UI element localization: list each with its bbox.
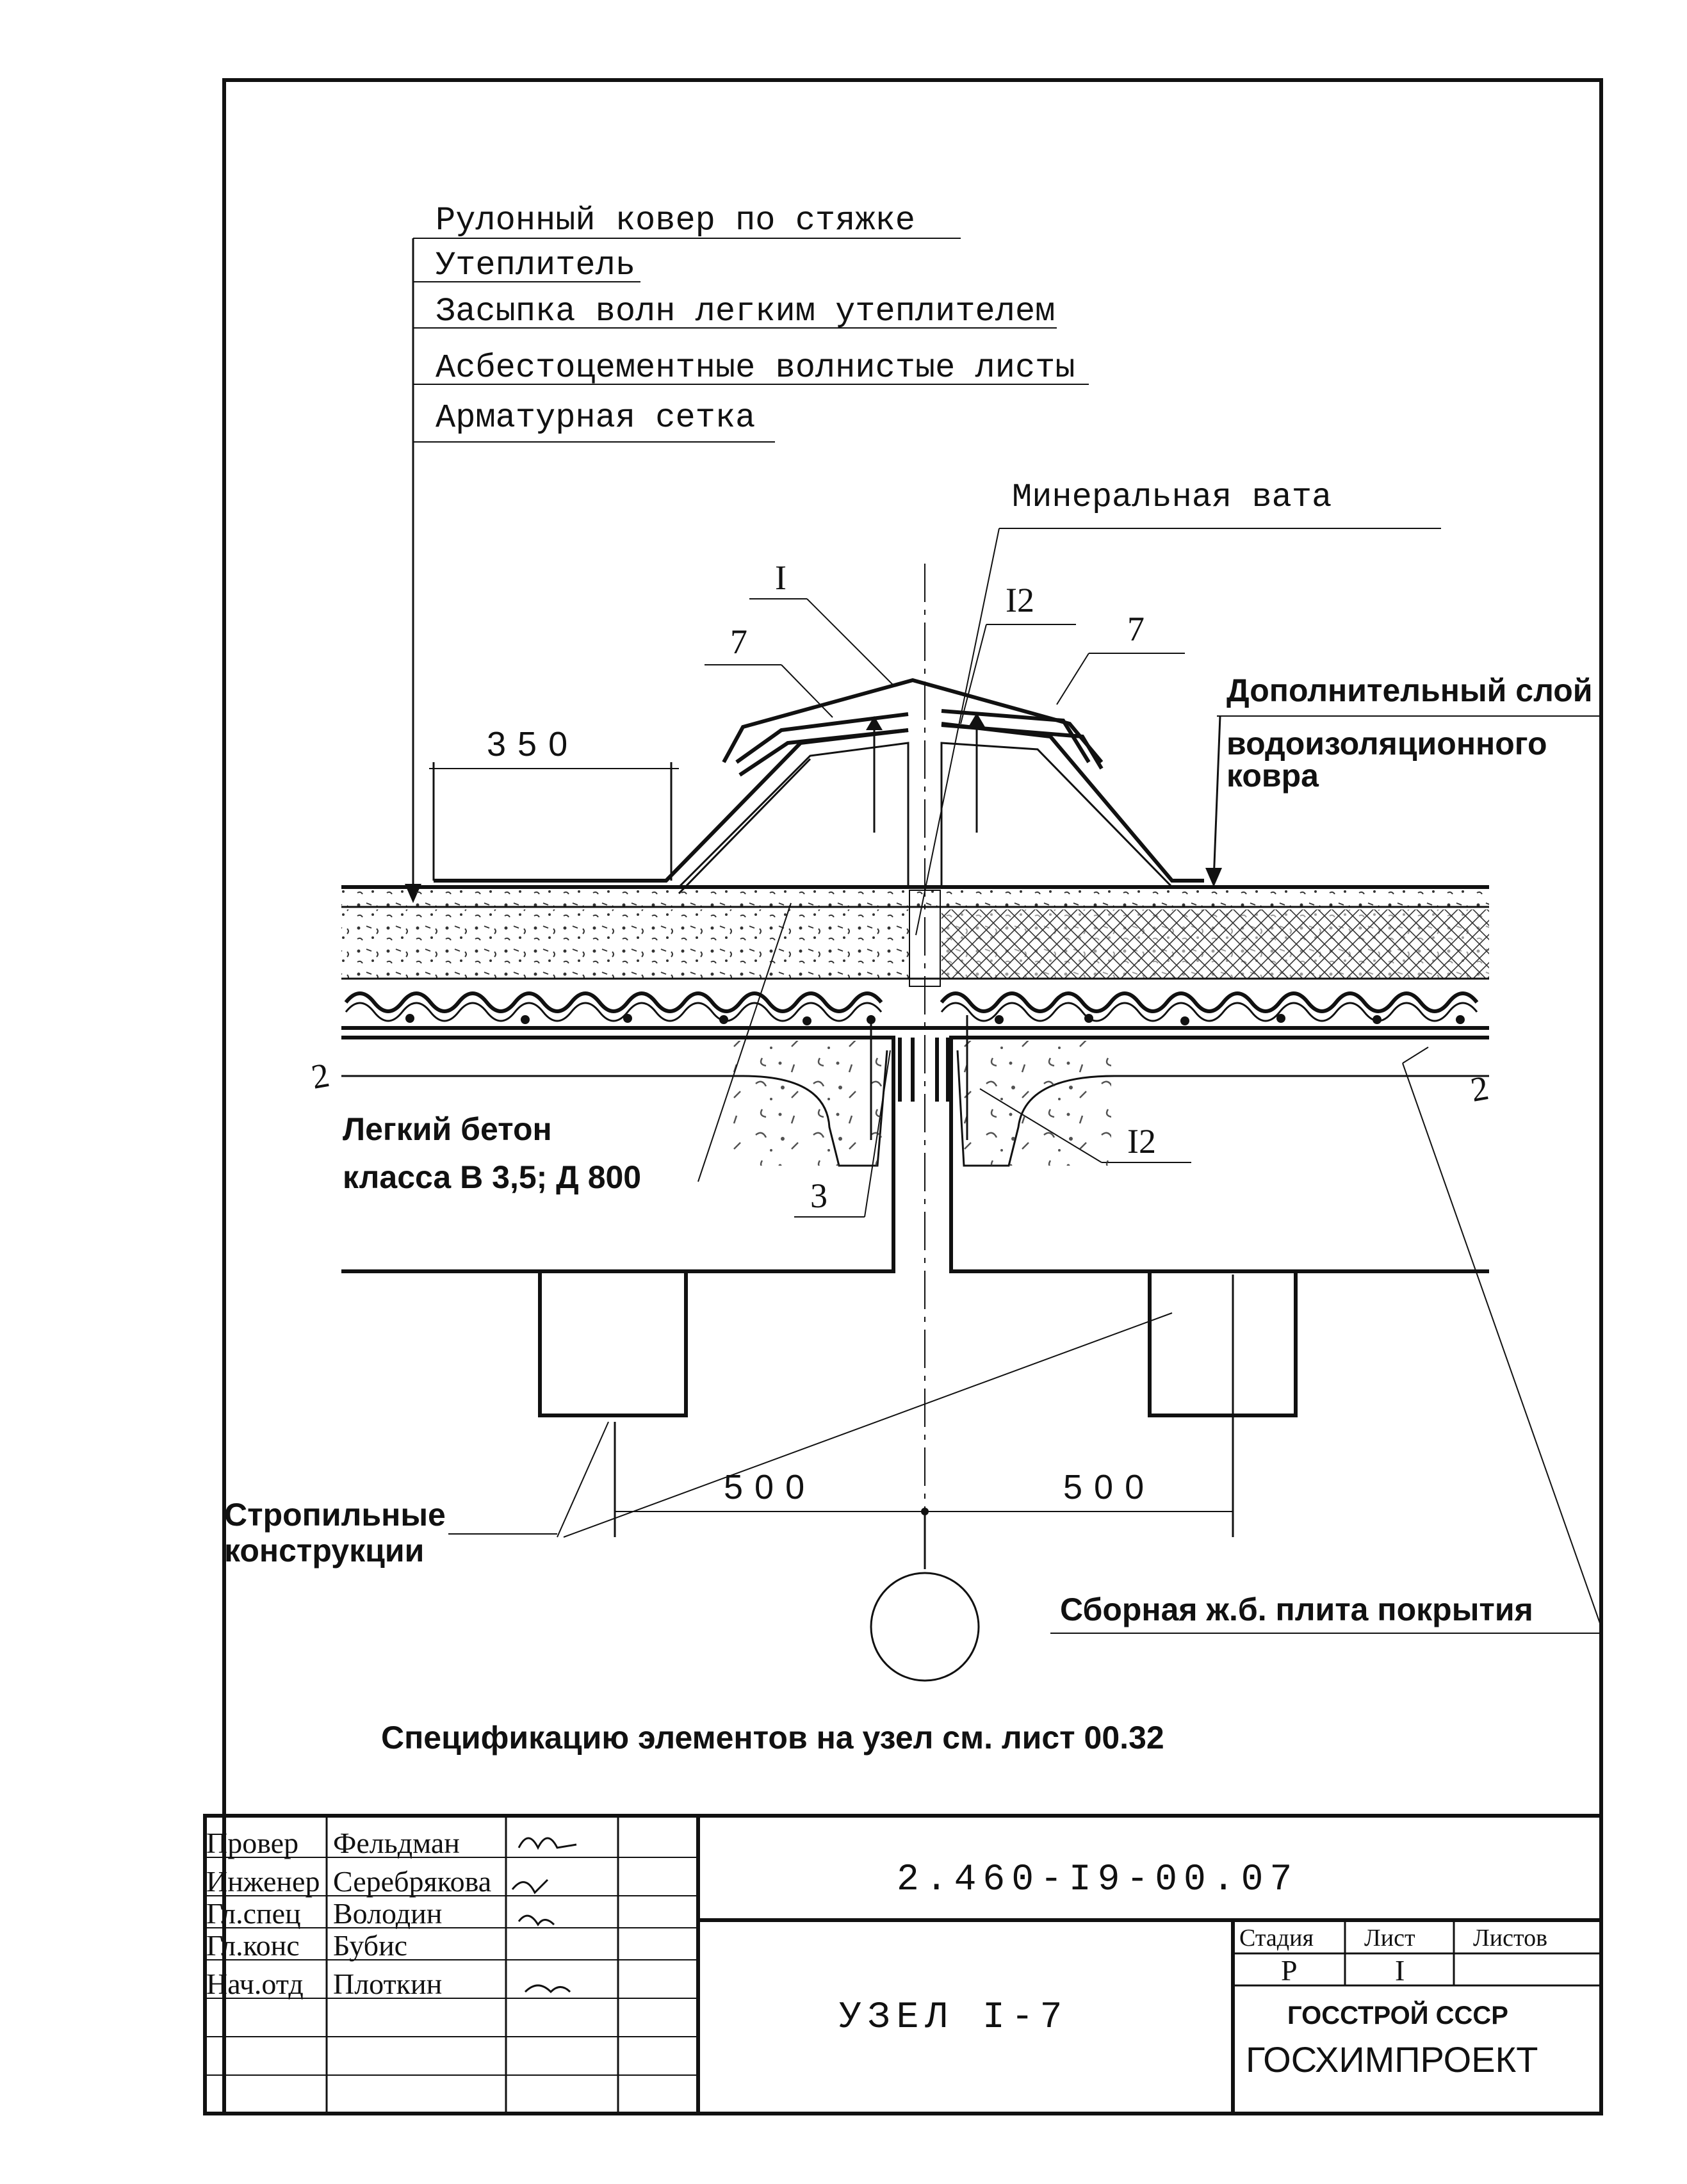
- tb-name-2: Володин: [333, 1897, 442, 1930]
- mark-pos-7-left: 7: [730, 623, 747, 661]
- signature-0: [518, 1837, 577, 1850]
- precast-slabs: [341, 902, 1602, 1627]
- tb-stage-header: Стадия: [1239, 1925, 1314, 1952]
- layer-label-asbestos-sheets: Асбестоцементные волнистые листы: [436, 349, 1075, 387]
- dimension-500-left-value: 500: [724, 1468, 816, 1506]
- mark-pos-1: I: [775, 558, 786, 597]
- tb-sheets-header: Листов: [1473, 1925, 1547, 1952]
- position-marks: I I2 7 7 I2 3 2 2: [309, 558, 1492, 1218]
- mark-pos-12-top: I2: [1006, 581, 1034, 619]
- layer-label-reinforcing-mesh: Арматурная сетка: [436, 399, 755, 437]
- label-extra-layer-3: ковра: [1227, 758, 1319, 794]
- mark-section-left: 2: [309, 1055, 332, 1096]
- sheet-title: УЗЕЛ I-7: [839, 1997, 1068, 2039]
- label-extra-layer-1: Дополнительный слой: [1227, 672, 1592, 708]
- tb-role-1: Инженер: [206, 1865, 320, 1898]
- corrugated-sheet: [344, 991, 1479, 1013]
- layer-label-insulation: Утеплитель: [436, 247, 635, 284]
- layer-label-wave-fill: Засыпка волн легким утеплителем: [436, 293, 1055, 330]
- tb-name-4: Плоткин: [333, 1968, 442, 2000]
- tb-sheet-header: Лист: [1364, 1925, 1415, 1952]
- dimension-500-right-value: 500: [1063, 1468, 1155, 1506]
- signature-2: [518, 1914, 555, 1927]
- signature-4: [524, 1984, 571, 1994]
- mark-pos-12-bottom: I2: [1127, 1122, 1156, 1161]
- rafter-columns: [538, 1269, 1298, 1538]
- specification-note: Спецификацию элементов на узел см. лист …: [381, 1720, 1164, 1756]
- dimension-350: 350: [429, 725, 679, 881]
- signature-1: [511, 1878, 549, 1895]
- label-extra-layer-2: водоизоляционного: [1227, 726, 1547, 762]
- label-light-concrete-2: класса В 3,5; Д 800: [343, 1159, 641, 1195]
- dimension-500: 500 500: [614, 1275, 1234, 1537]
- mark-pos-3: 3: [810, 1177, 827, 1215]
- tb-sheet-value: I: [1395, 1954, 1405, 1987]
- mark-pos-7-right: 7: [1127, 610, 1145, 648]
- tb-name-3: Бубис: [333, 1929, 407, 1962]
- tb-role-0: Провер: [206, 1827, 298, 1859]
- label-light-concrete-1: Легкий бетон: [343, 1111, 552, 1147]
- tb-role-4: Нач.отд: [206, 1968, 304, 2000]
- tb-role-3: Гл.конс: [206, 1929, 300, 1962]
- document-code: 2.460-I9-00.07: [897, 1859, 1298, 1901]
- tb-name-0: Фельдман: [333, 1827, 460, 1859]
- tb-stage-value: Р: [1281, 1954, 1298, 1987]
- tb-role-2: Гл.спец: [206, 1897, 301, 1930]
- org-line-2: ГОСХИМПРОЕКТ: [1246, 2039, 1538, 2080]
- node-marker-circle: [870, 1572, 980, 1682]
- tb-name-1: Серебрякова: [333, 1865, 491, 1898]
- org-line-1: ГОССТРОЙ СССР: [1287, 2000, 1508, 2030]
- mark-section-right: 2: [1468, 1068, 1492, 1109]
- label-rafters-1: Стропильные: [224, 1497, 446, 1533]
- ridge-cap: [434, 564, 1204, 1563]
- label-rafters-2: конструкции: [224, 1533, 424, 1569]
- layer-label-roll-carpet: Рулонный ковер по стяжке: [436, 202, 915, 240]
- label-mineral-wool: Минеральная вата: [1012, 478, 1332, 516]
- dimension-350-value: 350: [487, 725, 579, 763]
- label-precast-slab: Сборная ж.б. плита покрытия: [1060, 1592, 1533, 1627]
- roof-section: [341, 885, 1489, 1030]
- title-block: Провер Фельдман Инженер Серебрякова Гл.с…: [203, 1814, 1603, 2115]
